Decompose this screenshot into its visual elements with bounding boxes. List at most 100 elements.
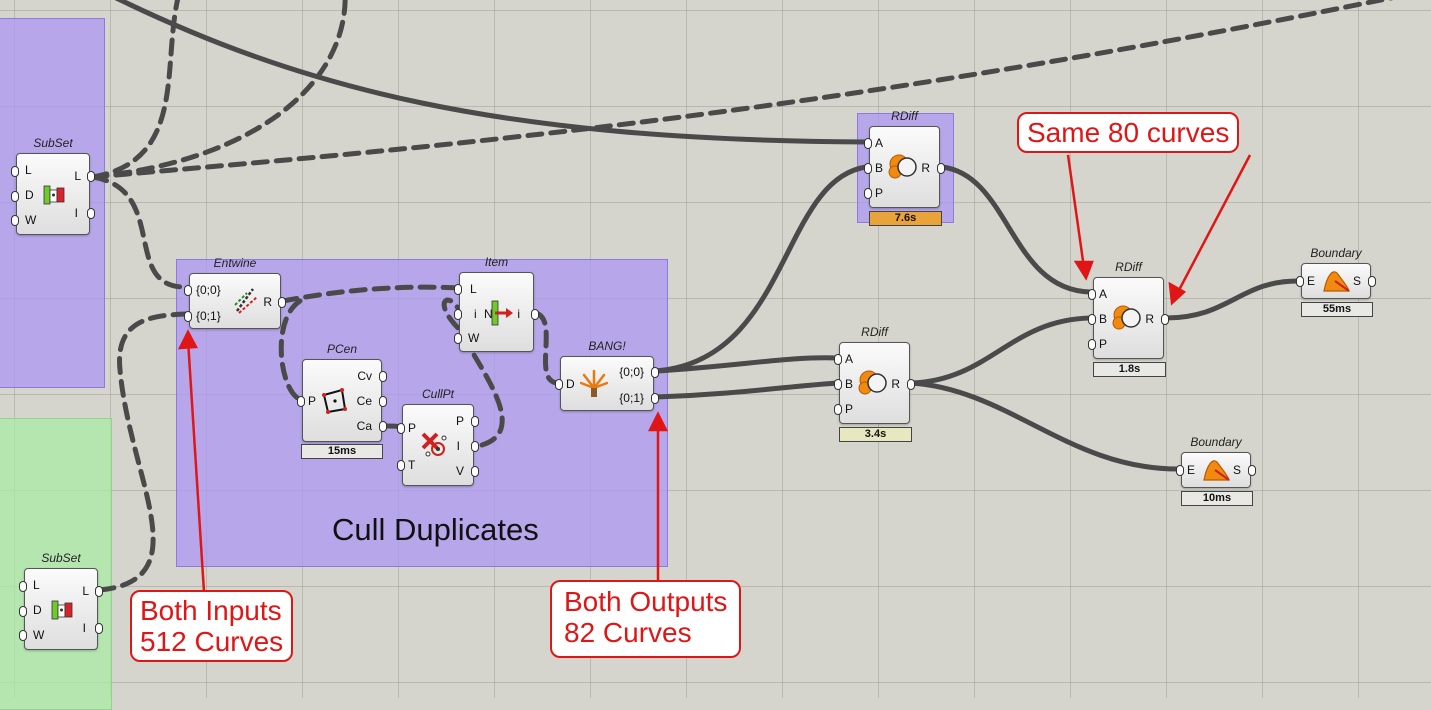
list-item-component[interactable]: Item L i W i N — [454, 255, 539, 352]
input-label: T — [408, 458, 416, 472]
input-label: A — [845, 352, 854, 366]
wire-solid — [939, 164, 1093, 295]
input-grip[interactable] — [397, 423, 405, 434]
input-label: {0;0} — [196, 283, 221, 297]
output-grip[interactable] — [95, 586, 103, 597]
rdiff-middle-timer: 3.4s — [839, 427, 912, 442]
input-label: L — [25, 163, 32, 177]
output-grip[interactable] — [1248, 465, 1256, 476]
input-grip[interactable] — [1088, 314, 1096, 325]
component-title: CullPt — [421, 387, 454, 401]
input-grip[interactable] — [454, 284, 462, 295]
output-label: L — [82, 584, 89, 598]
input-label: P — [845, 402, 854, 416]
rdiff-top-component[interactable]: RDiff A B P R — [864, 109, 945, 208]
boundary-surface-icon — [1203, 460, 1230, 481]
input-grip[interactable] — [1088, 289, 1096, 300]
output-grip[interactable] — [87, 208, 95, 219]
input-grip[interactable] — [454, 333, 462, 344]
input-label: i — [474, 307, 477, 321]
output-label: I — [82, 621, 86, 635]
input-grip[interactable] — [1296, 276, 1304, 287]
input-grip[interactable] — [19, 581, 27, 592]
input-label: B — [845, 377, 854, 391]
output-grip[interactable] — [379, 371, 387, 382]
component-title: SubSet — [41, 551, 81, 565]
output-grip[interactable] — [379, 396, 387, 407]
group-title: Cull Duplicates — [332, 512, 539, 547]
input-grip[interactable] — [864, 188, 872, 199]
input-grip[interactable] — [834, 379, 842, 390]
rdiff-middle-component[interactable]: RDiff A B P R — [834, 325, 915, 424]
output-grip[interactable] — [907, 379, 915, 390]
subset-icon — [43, 185, 65, 205]
polygon-center-component[interactable]: PCen P Cv Ce Ca — [297, 342, 387, 442]
wire-solid — [653, 164, 869, 374]
input-label: B — [1099, 312, 1108, 326]
component-body[interactable] — [1093, 277, 1164, 359]
boundary-top-component[interactable]: Boundary E S — [1296, 246, 1376, 299]
output-grip[interactable] — [1368, 276, 1376, 287]
cull-points-icon — [421, 432, 447, 457]
rdiff-top-timer: 7.6s — [869, 211, 942, 226]
output-label: Ce — [356, 394, 372, 408]
boundary-bottom-component[interactable]: Boundary E S — [1176, 435, 1256, 488]
input-label: L — [470, 282, 477, 296]
output-label: R — [891, 377, 900, 391]
region-difference-icon — [888, 154, 917, 179]
callout-text: Same 80 curves — [1027, 117, 1230, 148]
output-grip[interactable] — [471, 416, 479, 427]
input-grip[interactable] — [11, 215, 19, 226]
output-grip[interactable] — [95, 623, 103, 634]
output-grip[interactable] — [651, 393, 659, 404]
output-grip[interactable] — [651, 367, 659, 378]
input-grip[interactable] — [1088, 339, 1096, 350]
output-grip[interactable] — [471, 441, 479, 452]
cull-points-component[interactable]: CullPt P T P I V — [397, 387, 479, 486]
bang-component[interactable]: BANG! D {0;0} {0;1} — [555, 339, 659, 411]
output-grip[interactable] — [379, 421, 387, 432]
rdiff-right-component[interactable]: RDiff A B P R — [1088, 260, 1169, 359]
input-grip[interactable] — [11, 166, 19, 177]
wire-dashed — [533, 310, 563, 386]
input-grip[interactable] — [555, 379, 563, 390]
wire-dashed — [90, 174, 191, 290]
input-grip[interactable] — [1176, 465, 1184, 476]
input-grip[interactable] — [864, 138, 872, 149]
input-grip[interactable] — [11, 191, 19, 202]
input-label: W — [33, 628, 45, 642]
output-grip[interactable] — [278, 297, 286, 308]
output-grip[interactable] — [1161, 314, 1169, 325]
wire-dashed — [90, 0, 1394, 180]
component-body[interactable] — [302, 359, 382, 442]
output-grip[interactable] — [531, 309, 539, 320]
input-grip[interactable] — [19, 606, 27, 617]
entwine-component[interactable]: Entwine {0;0} {0;1} R — [184, 256, 286, 329]
output-grip[interactable] — [87, 171, 95, 182]
callout-text-line2: 512 Curves — [140, 626, 284, 657]
component-title: BANG! — [588, 339, 626, 353]
input-grip[interactable] — [397, 460, 405, 471]
subset-top-component[interactable]: SubSet L D W L I — [11, 136, 95, 235]
input-grip[interactable] — [297, 396, 305, 407]
input-grip[interactable] — [834, 404, 842, 415]
wire-dashed — [278, 298, 305, 403]
input-grip[interactable] — [454, 309, 462, 320]
output-grip[interactable] — [471, 466, 479, 477]
polygon-center-icon — [322, 388, 347, 414]
component-title: Boundary — [1190, 435, 1242, 449]
component-title: RDiff — [1115, 260, 1142, 274]
output-label: {0;0} — [619, 365, 644, 379]
subset-bottom-component[interactable]: SubSet L D W L I — [19, 551, 103, 650]
input-label: P — [308, 394, 317, 408]
input-grip[interactable] — [834, 354, 842, 365]
input-grip[interactable] — [864, 163, 872, 174]
input-grip[interactable] — [19, 630, 27, 641]
input-label: B — [875, 161, 884, 175]
wire-solid — [114, 0, 869, 145]
boundary-surface-icon — [1323, 271, 1350, 292]
output-label: {0;1} — [619, 391, 644, 405]
output-grip[interactable] — [937, 163, 945, 174]
input-grip[interactable] — [184, 311, 192, 322]
input-grip[interactable] — [184, 285, 192, 296]
